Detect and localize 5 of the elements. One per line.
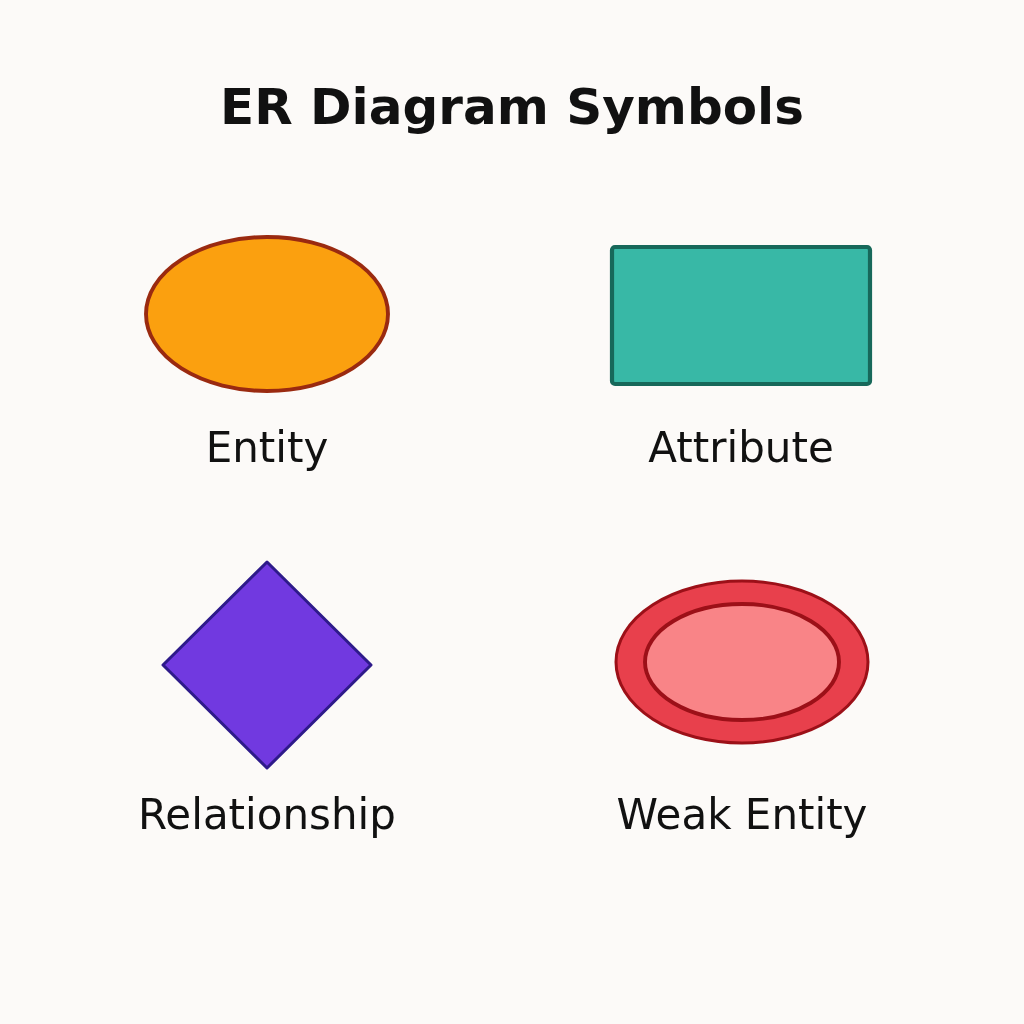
symbol-label: Relationship [138,790,396,839]
diagram-title: ER Diagram Symbols [220,78,804,136]
symbol-label: Entity [205,423,329,472]
symbol-label: Weak Entity [616,790,868,839]
symbol-label: Attribute [648,423,834,472]
